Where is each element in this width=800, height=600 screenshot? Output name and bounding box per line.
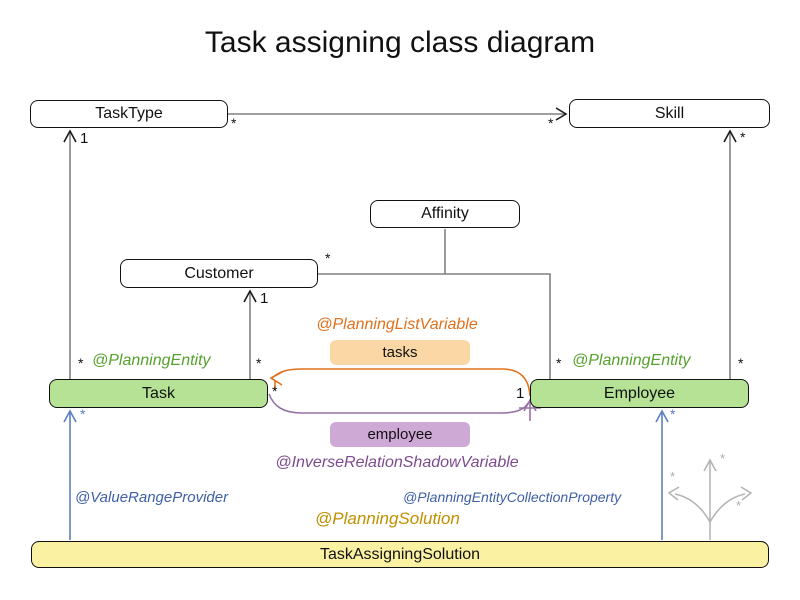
class-box-task: Task bbox=[49, 379, 268, 408]
class-box-taskassigningsolution: TaskAssigningSolution bbox=[31, 541, 769, 568]
field-tasks: tasks bbox=[330, 340, 470, 365]
multiplicity-customer-right: * bbox=[325, 250, 331, 266]
multiplicity-tasks-end: * bbox=[272, 383, 278, 399]
class-box-customer: Customer bbox=[120, 259, 318, 288]
assoc-tasktype-skill-arrowhead bbox=[555, 107, 568, 121]
annotation-planning-entity-collection-property: @PlanningEntityCollectionProperty bbox=[403, 489, 622, 505]
annotation-planning-entity-task: @PlanningEntity bbox=[92, 352, 211, 369]
class-box-tasktype: TaskType bbox=[30, 100, 228, 128]
multiplicity-one-below-customer: 1 bbox=[260, 290, 269, 307]
multiplicity-one-employee-end: 1 bbox=[516, 385, 525, 402]
annotation-planning-list-variable: @PlanningListVariable bbox=[316, 316, 478, 333]
multiplicity-employee-affinity: * bbox=[556, 355, 562, 371]
class-box-employee: Employee bbox=[530, 379, 749, 408]
assoc-solution-employee-line bbox=[655, 409, 669, 540]
assoc-task-customer-arrowhead bbox=[243, 289, 257, 303]
annotation-planning-solution: @PlanningSolution bbox=[315, 509, 460, 528]
annotation-value-range-provider: @ValueRangeProvider bbox=[75, 489, 229, 506]
multiplicity-gray-top: * bbox=[720, 451, 726, 466]
multiplicity-one-below-tasktype: 1 bbox=[80, 130, 89, 147]
multiplicity-star-below-skill: * bbox=[740, 129, 746, 145]
assoc-task-tasktype-arrowhead bbox=[63, 129, 77, 143]
multiplicity-employee-skill: * bbox=[738, 355, 744, 371]
field-employee: employee bbox=[330, 422, 470, 447]
annotation-planning-entity-employee: @PlanningEntity bbox=[572, 352, 691, 369]
class-box-skill: Skill bbox=[569, 99, 770, 128]
multiplicity-solution-task: * bbox=[80, 406, 86, 422]
multiplicity-gray-left: * bbox=[670, 469, 676, 484]
annotation-inverse-relation-shadow-variable: @InverseRelationShadowVariable bbox=[275, 454, 519, 471]
rel-tasks-curve bbox=[269, 368, 531, 397]
multiplicity-solution-employee: * bbox=[670, 406, 676, 422]
multiplicity-task-customer: * bbox=[256, 355, 262, 371]
multiplicity-task-tasktype: * bbox=[78, 355, 84, 371]
assoc-employee-skill-arrowhead bbox=[723, 129, 737, 143]
class-box-affinity: Affinity bbox=[370, 200, 520, 228]
multiplicity-gray-right: * bbox=[736, 498, 742, 513]
multiplicity-skill-left: * bbox=[548, 115, 554, 131]
rel-employee-curve bbox=[268, 393, 541, 421]
diagram-title: Task assigning class diagram bbox=[204, 26, 596, 59]
multiplicity-tasktype-right: * bbox=[231, 115, 237, 131]
assoc-solution-task-line bbox=[63, 409, 77, 540]
